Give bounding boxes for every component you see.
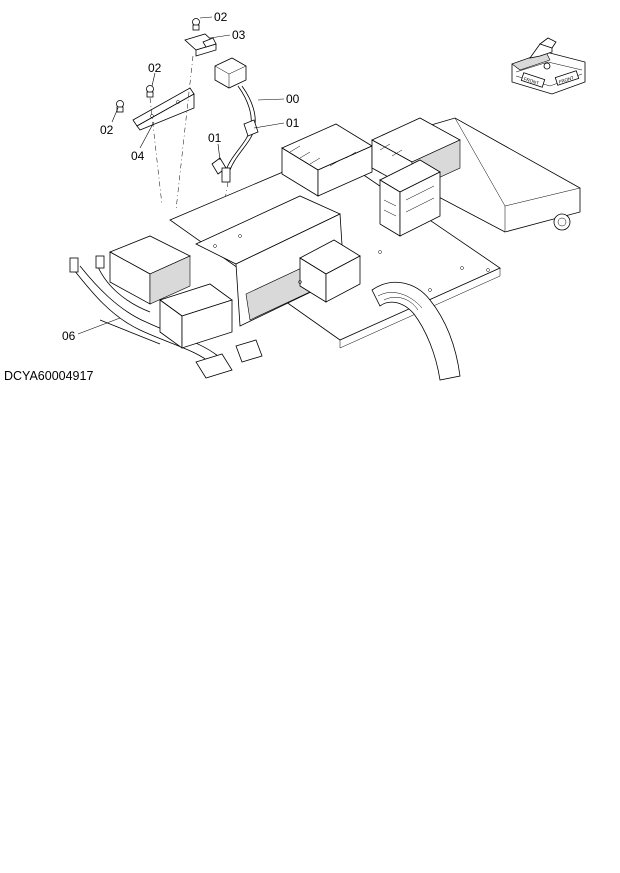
main-frame-assembly: [69, 117, 581, 381]
callout-03: 03: [232, 28, 246, 42]
callout-02-top: 02: [214, 10, 228, 24]
orientation-label-left: FRONT: [523, 76, 540, 86]
callout-00: 00: [286, 92, 300, 106]
hose: [371, 281, 461, 381]
exploded-parts: [116, 18, 259, 231]
callout-02-left: 02: [100, 123, 114, 137]
bolt-left: [116, 100, 124, 113]
connector-03: [184, 33, 217, 57]
fuse-cluster: [379, 159, 441, 237]
drawing-code: DCYA60004917: [4, 369, 93, 383]
bolt-top: [192, 18, 200, 31]
callout-04: 04: [131, 149, 145, 163]
left-harness: [69, 255, 263, 379]
callout-01-b: 01: [286, 116, 300, 130]
relay-box-front: [299, 239, 361, 303]
sensor-connector: [214, 57, 247, 89]
floor-bolts: [213, 234, 490, 292]
callout-02-mid: 02: [148, 61, 162, 75]
clamp-01: [211, 119, 259, 183]
orientation-label-right: FRONT: [558, 75, 575, 85]
callout-01-a: 01: [208, 131, 222, 145]
bolt-mid: [146, 85, 154, 98]
relay-block-upper: [281, 117, 461, 197]
leader-lines: [77, 16, 285, 335]
orientation-icon: FRONT FRONT: [511, 37, 586, 95]
bracket-04: [132, 87, 195, 131]
callout-06: 06: [62, 329, 76, 343]
